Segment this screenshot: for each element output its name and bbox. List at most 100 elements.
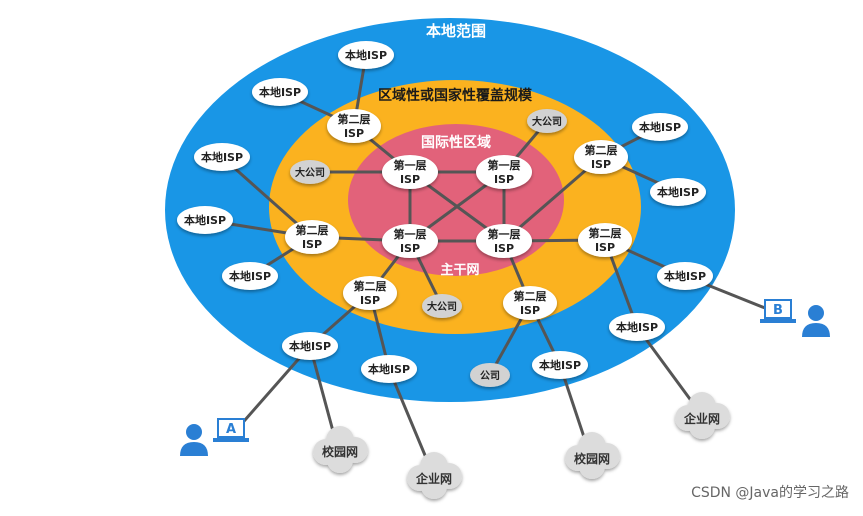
node-label: 本地ISP: [345, 48, 387, 62]
node-label: 本地ISP: [539, 358, 581, 372]
host-b[interactable]: B: [760, 299, 830, 337]
node-bubble: [532, 351, 588, 379]
node-bubble: [527, 109, 567, 133]
person-icon: [808, 305, 824, 321]
node-bubble: [327, 109, 381, 143]
node-bubble: [282, 332, 338, 360]
local-isp-node[interactable]: 本地ISP: [632, 113, 688, 141]
node-bubble: [609, 313, 665, 341]
node-label: 本地ISP: [184, 213, 226, 227]
node-label: ISP: [400, 173, 420, 186]
node-label: ISP: [591, 158, 611, 171]
person-body-icon: [802, 323, 830, 337]
node-bubble: [194, 143, 250, 171]
node-bubble: [578, 223, 632, 257]
node-bubble: [382, 224, 438, 258]
local-isp-node[interactable]: 本地ISP: [177, 206, 233, 234]
node-label: 大公司: [427, 300, 457, 313]
local-isp-node[interactable]: 本地ISP: [609, 313, 665, 341]
node-label: ISP: [520, 304, 540, 317]
local-isp-node[interactable]: 本地ISP: [222, 262, 278, 290]
enterprise-network-cloud[interactable]: 企业网: [407, 452, 462, 499]
node-label: 第二层: [585, 143, 618, 157]
local-isp-node[interactable]: 本地ISP: [194, 143, 250, 171]
enterprise-network-cloud[interactable]: 企业网: [675, 392, 730, 439]
node-bubble: [177, 206, 233, 234]
node-label: 本地ISP: [201, 150, 243, 164]
person-icon: [186, 424, 202, 440]
campus-network-cloud[interactable]: 校园网: [565, 432, 620, 479]
node-bubble: [382, 155, 438, 189]
watermark: CSDN @Java的学习之路: [691, 485, 849, 501]
node-bubble: [285, 220, 339, 254]
node-label: ISP: [302, 238, 322, 251]
node-label: 本地ISP: [657, 185, 699, 199]
local-isp-node[interactable]: 本地ISP: [361, 355, 417, 383]
tier2-isp-right[interactable]: 第二层 ISP: [578, 223, 632, 257]
node-bubble: [338, 41, 394, 69]
cloud-label: 企业网: [415, 471, 452, 486]
host-a-label: A: [226, 422, 236, 437]
local-isp-node[interactable]: 本地ISP: [338, 41, 394, 69]
link: [236, 345, 312, 429]
local-isp-node[interactable]: 本地ISP: [252, 78, 308, 106]
big-company-node[interactable]: 大公司: [422, 294, 462, 318]
node-label: 本地ISP: [664, 269, 706, 283]
link: [503, 155, 602, 243]
link: [635, 326, 700, 411]
tier1-isp-top-right[interactable]: 第一层 ISP: [476, 155, 532, 189]
host-a[interactable]: A: [180, 418, 249, 456]
node-label: 第二层: [296, 223, 329, 237]
tier1-isp-bottom-right[interactable]: 第一层 ISP: [476, 224, 532, 258]
tier2-isp-bottom-right[interactable]: 第二层 ISP: [503, 286, 557, 320]
local-isp-node[interactable]: 本地ISP: [650, 178, 706, 206]
node-bubble: [252, 78, 308, 106]
node-label: ISP: [595, 241, 615, 254]
local-isp-node[interactable]: 本地ISP: [657, 262, 713, 290]
local-isp-node[interactable]: 本地ISP: [532, 351, 588, 379]
node-bubble: [476, 155, 532, 189]
regional-scope-label: 区域性或国家性覆盖规模: [378, 87, 533, 104]
node-label: 本地ISP: [639, 120, 681, 134]
node-bubble: [503, 286, 557, 320]
laptop-base-icon: [760, 319, 796, 323]
node-label: ISP: [400, 242, 420, 255]
tier1-isp-bottom-left[interactable]: 第一层 ISP: [382, 224, 438, 258]
local-scope-label: 本地范围: [426, 22, 486, 40]
node-label: 第二层: [514, 289, 547, 303]
tier2-isp-right-top[interactable]: 第二层 ISP: [574, 140, 628, 174]
node-bubble: [470, 363, 510, 387]
tier2-isp-bottom-left[interactable]: 第二层 ISP: [343, 276, 397, 310]
node-label: 本地ISP: [289, 339, 331, 353]
local-isp-node[interactable]: 本地ISP: [282, 332, 338, 360]
node-bubble: [422, 294, 462, 318]
laptop-icon: [217, 418, 245, 438]
node-label: 大公司: [295, 166, 325, 179]
node-label: 第二层: [338, 112, 371, 126]
laptop-icon: [764, 299, 792, 319]
node-label: ISP: [360, 294, 380, 307]
node-label: ISP: [344, 127, 364, 140]
backbone-label: 主干网: [440, 262, 479, 278]
big-company-node[interactable]: 大公司: [290, 160, 330, 184]
cloud-label: 企业网: [683, 411, 720, 426]
tier2-isp-top[interactable]: 第二层 ISP: [327, 109, 381, 143]
node-label: 本地ISP: [616, 320, 658, 334]
cloud-label: 校园网: [574, 451, 610, 466]
node-label: 大公司: [532, 115, 562, 128]
node-label: 第一层: [394, 158, 427, 172]
company-node[interactable]: 公司: [470, 363, 510, 387]
node-label: 公司: [480, 370, 500, 382]
big-company-node[interactable]: 大公司: [527, 109, 567, 133]
tier2-isp-left[interactable]: 第二层 ISP: [285, 220, 339, 254]
node-label: 第一层: [488, 227, 521, 241]
link: [387, 368, 434, 473]
node-bubble: [574, 140, 628, 174]
tier1-isp-top-left[interactable]: 第一层 ISP: [382, 155, 438, 189]
node-bubble: [290, 160, 330, 184]
campus-network-cloud[interactable]: 校园网: [313, 426, 368, 473]
node-label: 第二层: [589, 226, 622, 240]
laptop-base-icon: [213, 438, 249, 442]
cloud-puff: [689, 413, 715, 439]
